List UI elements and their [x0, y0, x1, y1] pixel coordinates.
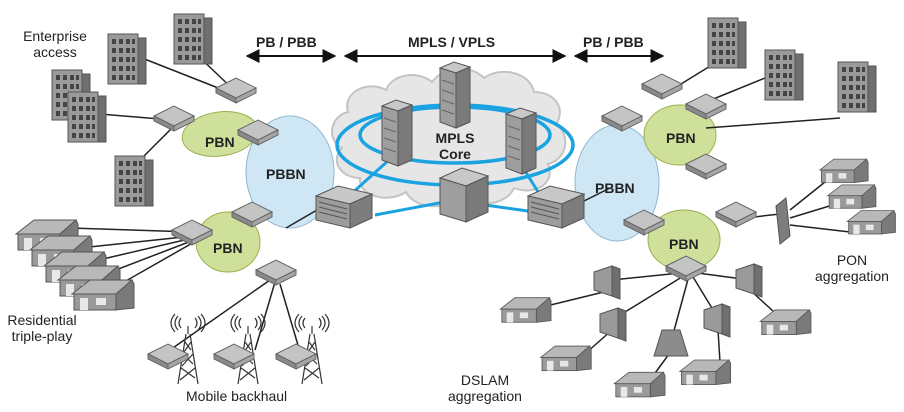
pbn-label-left-top: PBN	[205, 134, 235, 150]
enterprise-building	[837, 61, 877, 113]
header-right-label: PB / PBB	[583, 34, 644, 50]
header-middle-label: MPLS / VPLS	[408, 34, 496, 50]
enterprise-label-line2: access	[33, 44, 77, 60]
dslam-node	[735, 263, 763, 298]
pbbn-left-label: PBBN	[266, 166, 306, 182]
edge-router-left	[315, 185, 373, 229]
dslam-node	[703, 303, 731, 338]
pbbn-left-cloud	[245, 115, 335, 229]
pon-splitter	[775, 197, 791, 245]
core-router	[381, 99, 413, 167]
dslam-aggregation-label: DSLAM aggregation	[440, 372, 530, 404]
pbn-switch	[215, 77, 257, 104]
pon-label-line1: PON	[836, 252, 868, 268]
core-router	[439, 61, 471, 129]
residential-label-line1: Residential	[7, 312, 77, 328]
dslam-houses	[499, 297, 812, 398]
pbn-label-right-bottom: PBN	[669, 236, 699, 252]
dslam-label-line1: DSLAM	[460, 372, 510, 388]
cell-site-switch	[275, 343, 317, 370]
core-router	[438, 167, 490, 223]
core-router	[505, 107, 537, 175]
mpls-core-label: MPLS Core	[430, 130, 480, 162]
pbn-label-left-bottom: PBN	[213, 240, 243, 256]
pbn-cloud-right-top	[643, 104, 717, 166]
enterprise-building	[114, 155, 154, 207]
mobile-backhaul-label: Mobile backhaul	[186, 388, 288, 404]
pbn-label-right-top: PBN	[666, 130, 696, 146]
residential-houses	[15, 219, 135, 311]
enterprise-building	[707, 17, 747, 69]
header-left-label: PB / PBB	[256, 34, 317, 50]
pon-aggregation-label: PON aggregation	[808, 252, 896, 284]
cell-site-switch	[213, 343, 255, 370]
dslam-node	[653, 329, 689, 357]
dslam-node	[599, 307, 627, 342]
pon-label-line2: aggregation	[815, 268, 889, 284]
residential-label: Residential triple-play	[0, 312, 84, 344]
pbbn-right-label: PBBN	[595, 180, 635, 196]
enterprise-building	[764, 49, 804, 101]
pbn-switch	[641, 73, 683, 100]
pbn-switch	[715, 201, 757, 228]
edge-router-right	[527, 185, 585, 229]
enterprise-building	[107, 33, 147, 85]
residential-label-line2: triple-play	[11, 328, 73, 344]
enterprise-building	[173, 13, 213, 65]
enterprise-label-line1: Enterprise	[23, 28, 87, 44]
pon-houses	[819, 158, 896, 235]
enterprise-access-label: Enterprise access	[10, 28, 100, 60]
pbn-switch	[255, 259, 297, 286]
enterprise-building	[51, 69, 107, 143]
mpls-core-label-line1: MPLS	[435, 130, 475, 146]
dslam-label-line2: aggregation	[448, 388, 522, 404]
mpls-core-label-line2: Core	[439, 146, 471, 162]
